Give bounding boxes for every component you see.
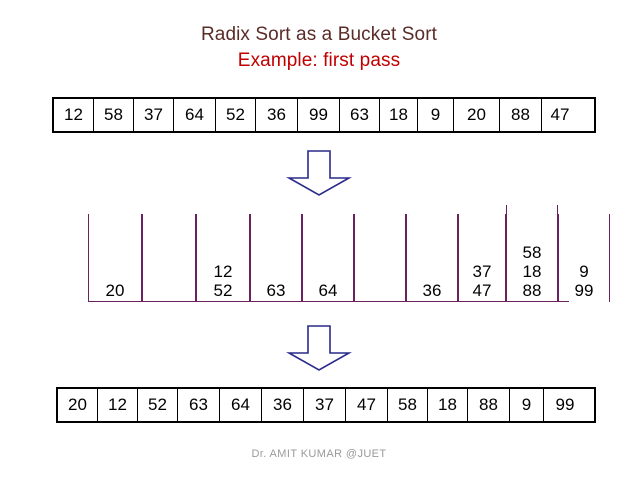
bucket-0: 20: [88, 214, 142, 302]
bucket-item: 18: [522, 262, 542, 281]
array-cell: 64: [174, 99, 216, 131]
array-cell: 47: [550, 105, 570, 124]
array-cell: 64: [220, 389, 262, 421]
array-cell: 12: [54, 99, 94, 131]
array-cell: 36: [262, 389, 304, 421]
array-cell: 18: [380, 99, 418, 131]
bucket-item: 63: [266, 281, 286, 300]
bucket-item: 52: [213, 281, 233, 300]
array-cell: 58: [94, 99, 134, 131]
bucket-item: 58: [522, 243, 542, 262]
array-cell: 99: [298, 99, 340, 131]
footer-credit: Dr. AMIT KUMAR @JUET: [251, 448, 387, 460]
array-cell: 37: [304, 389, 346, 421]
bucket-item: 64: [318, 281, 338, 300]
page-subtitle: Example: first pass: [237, 50, 401, 71]
bucket-item: 20: [105, 281, 125, 300]
page-title: Radix Sort as a Bucket Sort: [200, 24, 438, 45]
distribute-arrow-down-icon: [285, 150, 353, 198]
bucket-4: 64: [302, 214, 354, 302]
array-cell: 9: [418, 99, 454, 131]
array-cell: 88: [500, 99, 542, 131]
bucket-item: 9: [579, 262, 589, 281]
bucket-5: [354, 214, 406, 302]
array-cell: 37: [134, 99, 174, 131]
array-cell: 36: [256, 99, 298, 131]
array-cell: 18: [428, 389, 468, 421]
array-cell: 52: [216, 99, 256, 131]
bucket-item: 12: [213, 262, 233, 281]
collect-arrow-down-icon: [285, 325, 353, 373]
array-cell: 12: [98, 389, 138, 421]
bucket-item: 88: [522, 281, 542, 300]
array-cell: 63: [340, 99, 380, 131]
bucket-item: 99: [574, 281, 594, 300]
bucket-3: 63: [250, 214, 302, 302]
bucket-item: 36: [422, 281, 442, 300]
array-cell: 88: [468, 389, 510, 421]
array-cell: 9: [510, 389, 544, 421]
array-cell: 47: [346, 389, 388, 421]
bucket-6: 36: [406, 214, 458, 302]
bucket-item: 47: [472, 281, 492, 300]
bucket-1: [142, 214, 196, 302]
array-cell: 58: [388, 389, 428, 421]
array-cell: 20: [58, 389, 98, 421]
bucket-baseline: [88, 301, 569, 302]
array-cell: 52: [138, 389, 178, 421]
bucket-item: 37: [472, 262, 492, 281]
array-cell: 63: [178, 389, 220, 421]
title-block: Radix Sort as a Bucket Sort Example: fir…: [0, 22, 638, 74]
array-cell: 99: [555, 395, 575, 414]
array-cell: 20: [454, 99, 500, 131]
